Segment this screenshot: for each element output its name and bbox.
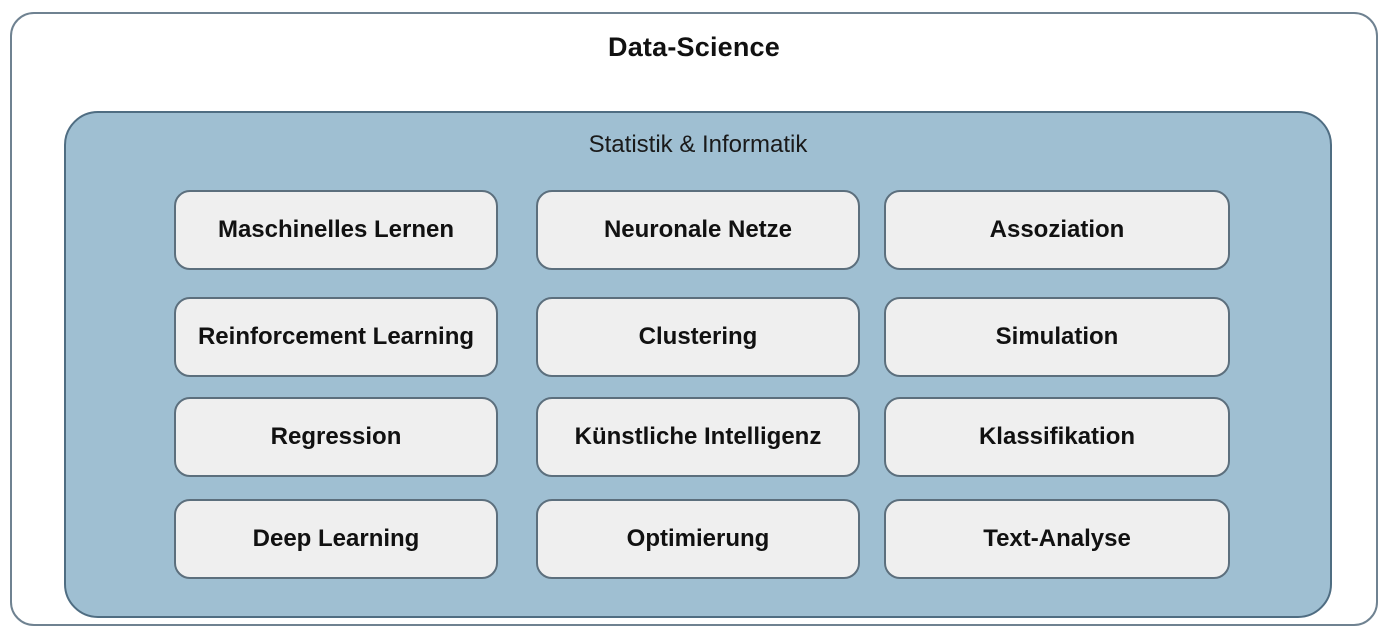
topic-box: Simulation	[884, 297, 1230, 377]
topic-box: Maschinelles Lernen	[174, 190, 498, 270]
topic-box: Clustering	[536, 297, 860, 377]
topic-box: Text-Analyse	[884, 499, 1230, 579]
statistik-informatik-group: Statistik & Informatik Maschinelles Lern…	[64, 111, 1332, 618]
topic-box: Assoziation	[884, 190, 1230, 270]
group-title: Statistik & Informatik	[588, 131, 808, 158]
topic-box: Reinforcement Learning	[174, 297, 498, 377]
topic-box: Optimierung	[536, 499, 860, 579]
topic-box: Regression	[174, 397, 498, 477]
topic-box: Klassifikation	[884, 397, 1230, 477]
diagram-title: Data-Science	[608, 32, 780, 62]
topic-box: Künstliche Intelligenz	[536, 397, 860, 477]
topic-box: Neuronale Netze	[536, 190, 860, 270]
topic-box: Deep Learning	[174, 499, 498, 579]
data-science-container: Data-Science Statistik & Informatik Masc…	[10, 12, 1378, 626]
